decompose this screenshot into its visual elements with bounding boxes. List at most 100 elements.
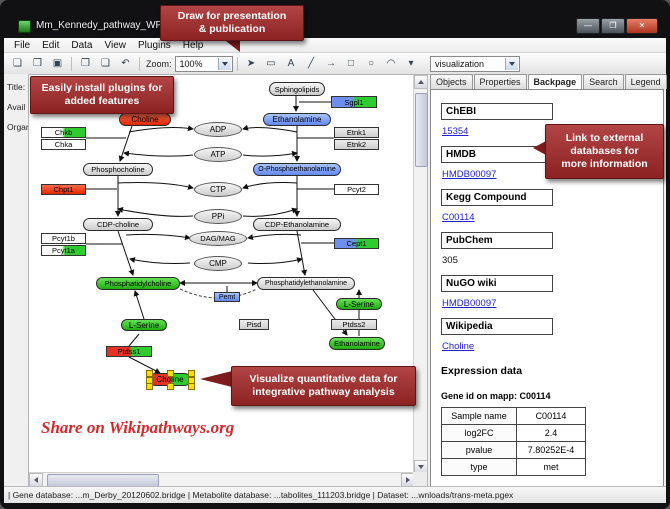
vertical-scroll-thumb[interactable]: [415, 93, 428, 167]
pathway-node-sphingolipids[interactable]: Sphingolipids: [269, 82, 325, 96]
new-file-icon[interactable]: ❏: [13, 57, 22, 69]
external-db-link[interactable]: HMDB00097: [442, 169, 497, 180]
external-db-link[interactable]: Choline: [442, 341, 475, 352]
pathway-node-phosphatidylcholine[interactable]: Phosphatidylcholine: [96, 277, 180, 290]
select-tool-icon[interactable]: ➤: [246, 57, 256, 69]
arrow-tool-icon[interactable]: →: [326, 57, 337, 69]
pathway-node-phosphocholine[interactable]: Phosphocholine: [83, 163, 153, 176]
zoom-dropdown-arrow-icon[interactable]: [217, 57, 231, 70]
selection-handle[interactable]: [167, 370, 174, 377]
scroll-left-icon[interactable]: [29, 473, 43, 487]
pathway-node-pcyt2[interactable]: Pcyt2: [334, 184, 379, 195]
pathway-node-atp[interactable]: ATP: [194, 147, 242, 162]
selection-handle[interactable]: [188, 383, 195, 390]
callout-link-pointer: [533, 141, 546, 155]
copy-icon[interactable]: ❐: [81, 57, 90, 69]
ellipse-tool-icon[interactable]: ○: [367, 57, 375, 69]
canvas-horizontal-scrollbar[interactable]: [29, 472, 415, 487]
pathway-node-ethanolamine-2[interactable]: Ethanolamine: [329, 337, 385, 350]
tab-search[interactable]: Search: [583, 74, 624, 89]
selection-handle[interactable]: [146, 383, 153, 390]
pathway-node-sgpl1[interactable]: Sgpl1: [331, 96, 377, 108]
callout-visualize: Visualize quantitative data for integrat…: [231, 366, 416, 406]
pathway-node-cept1[interactable]: Cept1: [334, 238, 379, 249]
save-icon[interactable]: ▣: [52, 57, 63, 69]
pathway-node-dag-mag[interactable]: DAG/MAG: [189, 231, 247, 246]
pathway-node-choline[interactable]: Choline: [119, 113, 171, 126]
pathway-node-adp[interactable]: ADP: [194, 122, 242, 137]
pathway-node-chka[interactable]: Chka: [41, 139, 86, 150]
pathway-node-ethanolamine[interactable]: Ethanolamine: [263, 113, 331, 126]
external-db-link[interactable]: 15354: [442, 126, 469, 137]
rect-tool-icon[interactable]: □: [347, 57, 355, 69]
backpage-header-kegg-compound: Kegg Compound: [441, 189, 553, 206]
pathway-node-ppi[interactable]: PPi: [194, 209, 242, 224]
left-info-strip: Title:AvailOrgan: [4, 74, 28, 487]
external-db-link[interactable]: C00114: [442, 212, 475, 223]
pathway-node-o-phosphoethanolamine[interactable]: O-Phosphoethanolamine: [253, 163, 341, 176]
pathway-node-l-serine-right[interactable]: L-Serine: [336, 298, 382, 310]
table-cell: type: [441, 458, 517, 476]
tab-objects[interactable]: Objects: [430, 74, 473, 89]
backpage-header-chebi: ChEBI: [441, 103, 553, 120]
arc-tool-icon[interactable]: ◠: [386, 57, 396, 69]
template-dropdown-icon[interactable]: ▾: [408, 57, 414, 69]
paste-icon[interactable]: ❑: [101, 57, 110, 69]
pathway-node-chkb[interactable]: Chkb: [41, 127, 86, 138]
label-tool-icon[interactable]: A: [287, 57, 295, 69]
pathway-node-pcyt1a[interactable]: Pcyt1a: [41, 245, 86, 256]
table-cell: met: [516, 458, 586, 476]
backpage-header-wikipedia: Wikipedia: [441, 318, 553, 335]
backpage-header-pubchem: PubChem: [441, 232, 553, 249]
pathway-node-ptdss1[interactable]: Ptdss1: [106, 346, 152, 357]
visualization-select[interactable]: visualization: [430, 56, 520, 72]
menu-item-file[interactable]: File: [14, 39, 31, 51]
menu-item-edit[interactable]: Edit: [42, 39, 60, 51]
selection-handle[interactable]: [167, 383, 174, 390]
menu-item-data[interactable]: Data: [71, 39, 93, 51]
table-cell: C00114: [516, 407, 586, 425]
pathway-node-cdp-ethanolamine[interactable]: CDP-Ethanolamine: [253, 218, 341, 231]
maximize-button[interactable]: ❐: [601, 18, 625, 34]
pathway-node-phosphatidylethanolamine[interactable]: Phosphatidylethanolamine: [257, 277, 355, 290]
menu-item-help[interactable]: Help: [182, 39, 204, 51]
tab-backpage[interactable]: Backpage: [527, 74, 583, 90]
pathway-node-ctp[interactable]: CTP: [194, 182, 242, 197]
canvas-vertical-scrollbar[interactable]: [413, 75, 428, 474]
tab-legend[interactable]: Legend: [624, 74, 667, 89]
external-db-link[interactable]: HMDB00097: [442, 298, 497, 309]
pathway-node-pisd[interactable]: Pisd: [239, 319, 269, 330]
menu-item-view[interactable]: View: [104, 39, 126, 51]
zoom-select[interactable]: 100%: [174, 55, 233, 72]
table-cell: pvalue: [441, 441, 517, 459]
left-panel-label: Title:: [7, 82, 26, 92]
pathway-node-cdp-choline[interactable]: CDP-choline: [83, 218, 153, 231]
window-controls: —❐✕: [576, 18, 658, 34]
minimize-button[interactable]: —: [576, 18, 600, 34]
pathway-node-ptdss2[interactable]: Ptdss2: [331, 319, 377, 330]
pathway-node-pemt[interactable]: Pemt: [214, 292, 240, 302]
pathway-node-l-serine-left[interactable]: L-Serine: [121, 319, 167, 331]
pathway-node-pcyt1b[interactable]: Pcyt1b: [41, 233, 86, 244]
open-folder-icon[interactable]: ❒: [33, 57, 42, 69]
undo-icon[interactable]: ↶: [121, 57, 130, 69]
scroll-up-icon[interactable]: [414, 75, 428, 89]
close-button[interactable]: ✕: [626, 18, 658, 34]
datanode-tool-icon[interactable]: ▭: [266, 57, 276, 69]
menu-item-plugins[interactable]: Plugins: [137, 39, 171, 51]
title-bar[interactable]: Mm_Kennedy_pathway_WP1771_45176.gpml —❐✕: [4, 16, 666, 38]
pathway-node-cmp[interactable]: CMP: [194, 256, 242, 271]
pathway-node-etnk2[interactable]: Etnk2: [334, 139, 379, 150]
window-title: Mm_Kennedy_pathway_WP1771_45176.gpml: [36, 20, 243, 31]
tab-properties[interactable]: Properties: [473, 74, 527, 89]
pathway-node-etnk1[interactable]: Etnk1: [334, 127, 379, 138]
line-tool-icon[interactable]: ╱: [308, 57, 315, 69]
pathway-node-chpt1[interactable]: Chpt1: [41, 184, 86, 195]
visualization-dropdown-arrow-icon[interactable]: [505, 58, 518, 70]
